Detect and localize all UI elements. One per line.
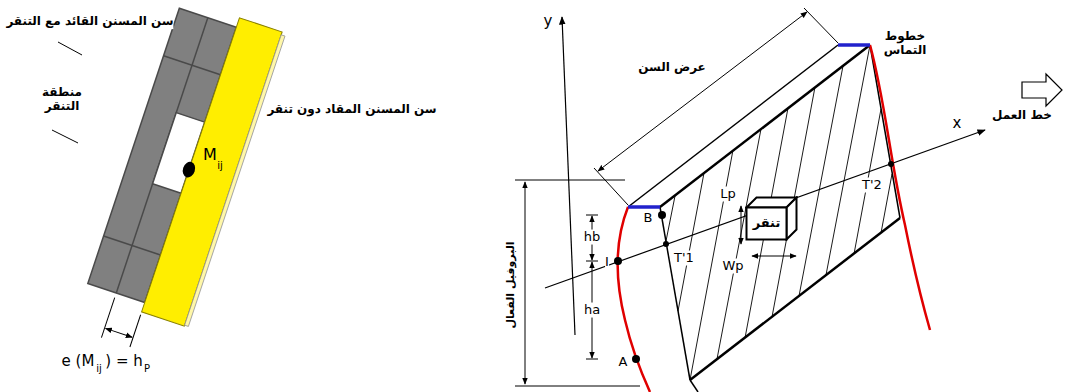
axis-label: x	[953, 115, 962, 132]
contact-point	[181, 160, 197, 179]
width-arrow	[598, 12, 807, 171]
contact-line	[799, 66, 843, 296]
flank-bottom-edge	[690, 218, 900, 380]
leader-line	[58, 42, 82, 55]
pitting-cube: تنقر	[745, 196, 798, 241]
extension-line	[101, 298, 114, 338]
subscript: ij	[96, 363, 102, 375]
y-axis	[562, 17, 575, 335]
tooth-tip	[628, 205, 660, 209]
tooth-division	[164, 56, 221, 75]
profile-dimension	[525, 182, 526, 384]
point-i	[614, 257, 622, 265]
axis-label: y	[544, 13, 553, 30]
point-label: I	[605, 255, 609, 270]
tooth-tip	[838, 43, 870, 47]
part-label: خطوط التماس	[884, 30, 927, 58]
dimension-tick	[586, 215, 598, 216]
point-t1	[663, 241, 669, 247]
dimension-label: e (M	[62, 353, 95, 370]
leader-line	[52, 130, 78, 143]
tooth-top-edge	[628, 45, 838, 207]
part-label: سن المسنن القائد مع التنقر	[6, 15, 173, 29]
dimension-label: عرض السن	[638, 61, 706, 75]
dimension-tick	[586, 261, 598, 262]
width-extension	[804, 8, 838, 43]
dimension-label: Wp	[722, 259, 743, 274]
contact-line	[745, 108, 788, 338]
point-t2	[888, 161, 894, 167]
tooth-edge	[185, 35, 285, 327]
point-label: B	[644, 211, 653, 226]
dimension-tick	[515, 180, 625, 181]
driven-tooth	[142, 18, 283, 326]
dimension-label: البروفيل الفعال	[505, 241, 518, 328]
subscript: ij	[217, 160, 223, 172]
contact-lines	[666, 45, 892, 380]
node-text: تنقر	[753, 216, 781, 231]
line-of-action	[545, 130, 985, 288]
front-profile	[618, 207, 650, 392]
point-label: T'2	[862, 178, 882, 193]
point-label: A	[619, 355, 628, 370]
tooth-division	[104, 236, 161, 255]
subscript: P	[144, 363, 150, 375]
dimension-label: hb	[584, 230, 601, 245]
contact-line	[854, 109, 881, 254]
cube-face	[787, 198, 797, 240]
point-label: M	[203, 146, 217, 164]
tooth-section	[73, 0, 286, 362]
part-label: سن المسنن المقاد دون تنقر	[267, 103, 436, 117]
dimension-label: Lp	[720, 187, 736, 202]
lp-arrow	[741, 206, 742, 244]
extension-line	[130, 315, 141, 347]
point-b	[658, 211, 666, 219]
contact-line	[826, 45, 870, 275]
axis-label: خط العمل	[992, 109, 1052, 123]
flank-edge	[660, 207, 690, 380]
contact-line	[717, 129, 761, 359]
depth-arrow	[106, 328, 133, 337]
dimension-tick	[515, 386, 640, 387]
point-label: T'1	[674, 251, 694, 266]
point-a	[632, 355, 640, 363]
zone-label: منطقة التنقر	[42, 86, 82, 114]
width-extension	[594, 168, 628, 205]
wp-arrow	[752, 256, 796, 257]
dimension-label: ha	[584, 303, 600, 318]
dimension-label: ) = h	[105, 353, 142, 370]
cube-face	[747, 208, 787, 240]
contact-line	[678, 173, 704, 311]
flank-edge	[690, 380, 698, 392]
dimension-tick	[586, 359, 598, 360]
direction-arrow	[1022, 74, 1062, 106]
